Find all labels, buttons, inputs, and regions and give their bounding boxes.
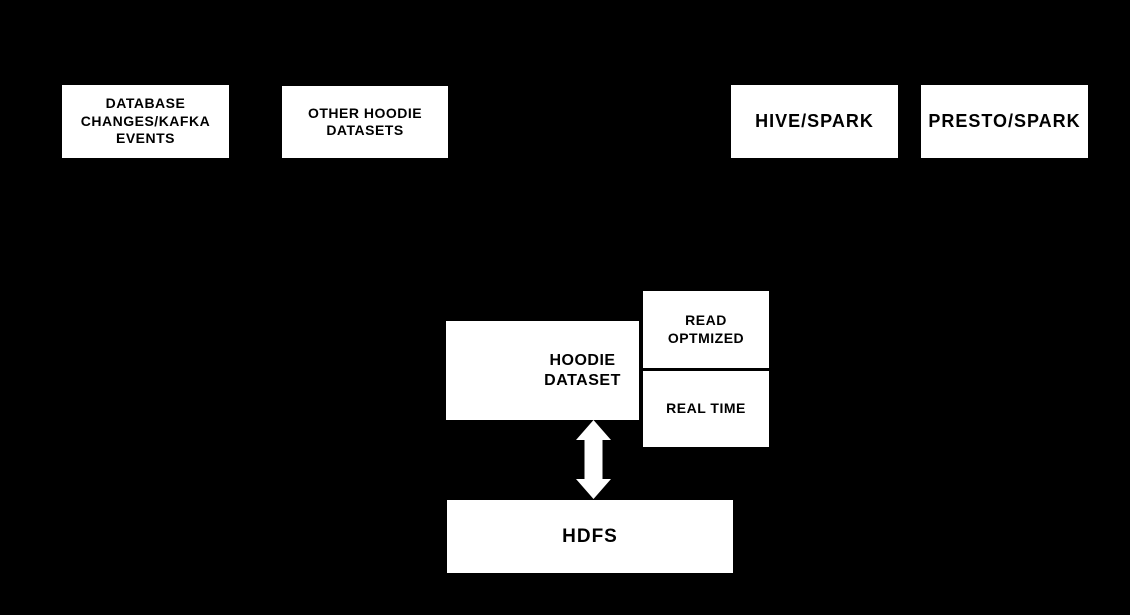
node-database-changes-label: DATABASE CHANGES/KAFKA EVENTS bbox=[80, 95, 211, 147]
node-real-time: REAL TIME bbox=[643, 371, 769, 447]
node-presto-spark-label: PRESTO/SPARK bbox=[928, 111, 1081, 132]
node-hive-spark: HIVE/SPARK bbox=[731, 85, 898, 158]
double-arrow-hoodie-hdfs-icon bbox=[576, 420, 611, 499]
node-hoodie-dataset-label: HOODIE DATASET bbox=[544, 351, 621, 389]
node-read-optimized: READ OPTMIZED bbox=[643, 291, 769, 368]
node-other-hoodie-datasets: OTHER HOODIE DATASETS bbox=[282, 86, 448, 158]
node-read-optimized-label: READ OPTMIZED bbox=[667, 312, 745, 346]
node-presto-spark: PRESTO/SPARK bbox=[921, 85, 1088, 158]
node-hive-spark-label: HIVE/SPARK bbox=[755, 111, 874, 132]
node-hdfs: HDFS bbox=[447, 500, 733, 573]
node-real-time-label: REAL TIME bbox=[666, 400, 746, 417]
node-hoodie-dataset: HOODIE DATASET bbox=[446, 321, 639, 420]
node-hdfs-label: HDFS bbox=[562, 525, 618, 547]
node-other-hoodie-datasets-label: OTHER HOODIE DATASETS bbox=[307, 104, 423, 139]
node-database-changes-kafka-events: DATABASE CHANGES/KAFKA EVENTS bbox=[62, 85, 229, 158]
